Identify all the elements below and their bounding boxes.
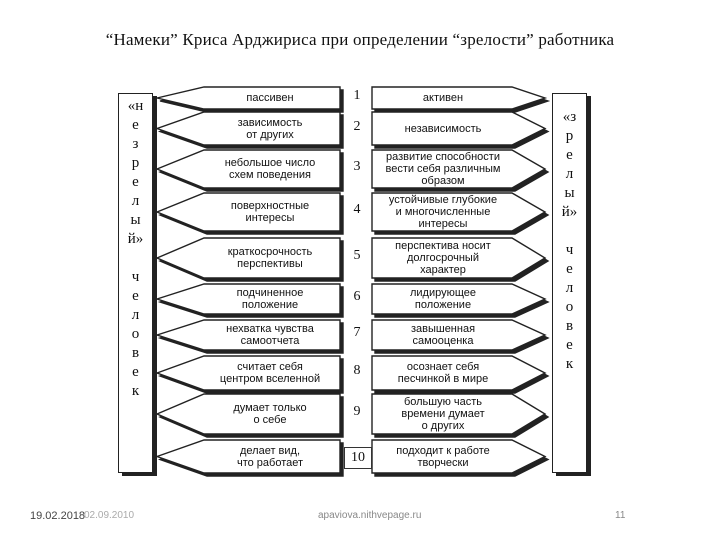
right-panel-char: ы xyxy=(564,185,575,201)
left-panel-char: е xyxy=(132,288,139,304)
right-arrow xyxy=(371,439,547,474)
left-panel-char: е xyxy=(132,117,139,133)
immature-trait-label: нехватка чувства самоотчета xyxy=(226,323,314,347)
row-number: 9 xyxy=(353,404,361,419)
row-number: 4 xyxy=(353,202,361,217)
right-panel-char: е xyxy=(566,261,573,277)
right-panel-char: й» xyxy=(561,204,578,220)
right-arrow xyxy=(371,237,547,279)
left-panel-char: «н xyxy=(127,98,144,114)
left-panel-char: о xyxy=(131,326,140,342)
right-panel-char: р xyxy=(565,128,574,144)
footer-date-overlay: 02.09.2010 xyxy=(84,510,135,521)
right-arrow xyxy=(371,283,547,315)
diagram-title: “Намеки” Криса Арджириса при определении… xyxy=(105,30,615,49)
footer-site: apaviova.nithvepage.ru xyxy=(318,510,422,521)
left-arrow xyxy=(154,283,341,315)
left-panel-char: ы xyxy=(130,212,141,228)
left-panel-char: л xyxy=(131,193,140,209)
mature-trait-label: подходит к работе творчески xyxy=(396,444,490,469)
mature-trait-label: активен xyxy=(422,92,464,104)
left-panel-char: е xyxy=(132,364,139,380)
right-panel-char: л xyxy=(565,280,574,296)
left-arrow xyxy=(154,111,341,146)
immature-trait-label: думает только о себе xyxy=(233,402,307,426)
row-number: 10 xyxy=(344,446,372,469)
mature-trait-label: лидирующее положение xyxy=(409,287,477,311)
row-number: 8 xyxy=(353,363,361,378)
row-number: 5 xyxy=(353,248,361,263)
left-panel-char: й» xyxy=(127,231,144,247)
mature-trait-label: развитие способности вести себя различны… xyxy=(385,151,501,187)
left-panel-char: з xyxy=(132,136,139,152)
right-arrow xyxy=(371,149,547,189)
row-number: 1 xyxy=(353,88,361,103)
left-panel-char: е xyxy=(132,174,139,190)
right-panel-char: л xyxy=(565,166,574,182)
mature-trait-label: завышенная самооценка xyxy=(410,323,476,347)
left-panel-char: в xyxy=(131,345,140,361)
left-panel-char: р xyxy=(131,155,140,171)
immature-trait-label: краткосрочность перспективы xyxy=(227,246,313,270)
right-panel-char: «з xyxy=(562,109,577,125)
left-arrow xyxy=(156,86,341,110)
left-panel-char: л xyxy=(131,307,140,323)
row-number: 3 xyxy=(353,159,361,174)
left-panel-char: ч xyxy=(131,269,140,285)
right-arrow xyxy=(371,192,547,232)
left-arrow xyxy=(155,192,341,232)
left-arrow xyxy=(155,393,341,435)
immature-trait-label: зависимость от других xyxy=(237,116,303,141)
mature-trait-label: независимость xyxy=(404,122,482,135)
row-number: 6 xyxy=(353,289,361,304)
immature-trait-label: поверхностные интересы xyxy=(230,200,310,224)
immature-trait-label: пассивен xyxy=(246,92,294,104)
left-arrow xyxy=(155,149,341,189)
left-panel-char: к xyxy=(131,383,140,399)
right-panel-char: ч xyxy=(565,242,574,258)
row-number: 2 xyxy=(353,118,361,134)
right-arrow xyxy=(371,393,547,435)
mature-trait-label: перспектива носит долгосрочный характер xyxy=(395,240,491,276)
right-arrow xyxy=(371,355,547,391)
mature-trait-label: устойчивые глубокие и многочисленные инт… xyxy=(388,194,498,230)
right-panel-char: е xyxy=(566,147,573,163)
right-panel-char: к xyxy=(565,356,574,372)
mature-trait-label: большую часть времени думает о других xyxy=(401,396,485,432)
immature-trait-label: подчиненное положение xyxy=(236,287,304,311)
left-arrow xyxy=(154,439,341,474)
right-arrow xyxy=(371,319,547,351)
right-arrow xyxy=(371,111,547,146)
footer-page-number: 11 xyxy=(615,510,626,521)
immature-trait-label: делает вид, что работает xyxy=(236,444,304,469)
right-arrow xyxy=(371,86,548,110)
right-panel-char: е xyxy=(566,337,573,353)
immature-trait-label: небольшое число схем поведения xyxy=(224,157,316,181)
mature-trait-label: осознает себя песчинкой в мире xyxy=(397,361,489,385)
right-panel-char: в xyxy=(565,318,574,334)
left-arrow xyxy=(155,237,341,279)
row-number: 7 xyxy=(353,325,361,340)
left-arrow xyxy=(154,319,341,351)
immature-trait-label: считает себя центром вселенной xyxy=(219,361,321,385)
footer-date: 19.02.2018 xyxy=(30,510,86,522)
left-arrow xyxy=(154,355,341,391)
right-panel-char: о xyxy=(565,299,574,315)
